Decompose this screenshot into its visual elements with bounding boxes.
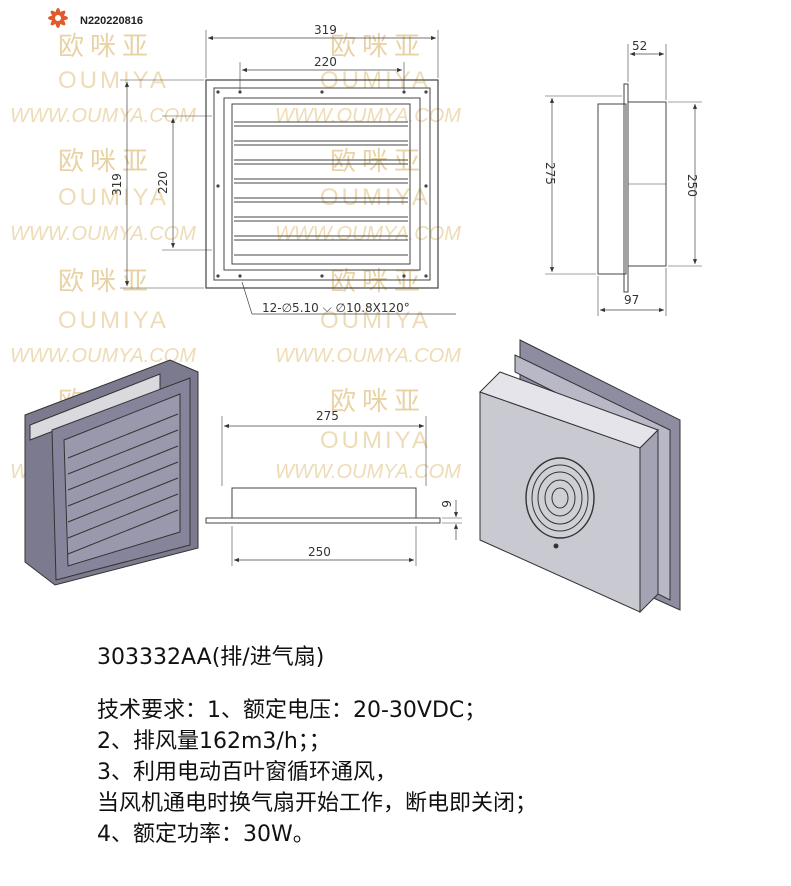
spec-line: 2、排风量162m3/h；； bbox=[97, 729, 331, 754]
watermark-url: WWW.OUMYA.COM bbox=[275, 461, 461, 483]
brand-logo-icon bbox=[48, 8, 68, 28]
watermark-cn: 欧咪亚 bbox=[330, 387, 426, 417]
document-code: N220220816 bbox=[80, 15, 144, 27]
watermark-cn: 欧咪亚 bbox=[58, 267, 154, 297]
watermark-url: WWW.OUMYA.COM bbox=[10, 223, 196, 245]
watermark-url: WWW.OUMYA.COM bbox=[275, 105, 461, 127]
watermark-url: WWW.OUMYA.COM bbox=[10, 105, 196, 127]
watermark-cn: 欧咪亚 bbox=[330, 147, 426, 177]
dim-top-base: 250 bbox=[308, 545, 331, 559]
dim-front-width: 319 bbox=[314, 23, 337, 37]
side-view bbox=[545, 44, 702, 316]
spec-line: 3、利用电动百叶窗循环通风， bbox=[97, 760, 397, 785]
watermark-en: OUMIYA bbox=[58, 67, 169, 94]
watermark-en: OUMIYA bbox=[320, 427, 431, 454]
watermark-url: WWW.OUMYA.COM bbox=[275, 223, 461, 245]
front-view bbox=[120, 30, 456, 315]
watermark-url: WWW.OUMYA.COM bbox=[275, 345, 461, 367]
watermark-cn: 欧咪亚 bbox=[58, 147, 154, 177]
watermark-en: OUMIYA bbox=[58, 307, 169, 334]
dim-top-thick: 6 bbox=[439, 500, 453, 508]
dim-side-h-outer: 275 bbox=[543, 162, 557, 185]
spec-line: 当风机通电时换气扇开始工作，断电即关闭； bbox=[97, 791, 538, 816]
dim-front-inner-v: 220 bbox=[156, 171, 170, 194]
dim-holes: 12-∅5.10 ⌵ ∅10.8X120° bbox=[262, 301, 410, 315]
dim-front-inner: 220 bbox=[314, 55, 337, 69]
dim-side-h-inner: 250 bbox=[685, 174, 699, 197]
spec-line: 4、额定功率：30W。 bbox=[97, 822, 315, 847]
watermark-en: OUMIYA bbox=[320, 307, 431, 334]
dim-side-depth-bottom: 97 bbox=[624, 293, 639, 307]
technical-drawing: 欧咪亚 OUMIYA WWW.OUMYA.COM 欧咪亚 OUMIYA WWW.… bbox=[10, 23, 702, 614]
watermark-cn: 欧咪亚 bbox=[330, 32, 426, 62]
watermark-url: WWW.OUMYA.COM bbox=[10, 345, 196, 367]
mounting-holes bbox=[216, 90, 428, 278]
product-title: 303332AA(排/进气扇) bbox=[97, 645, 325, 670]
iso-louver-view bbox=[24, 359, 199, 586]
spec-line: 技术要求：1、额定电压：20-30VDC； bbox=[97, 698, 487, 723]
product-spec: 303332AA(排/进气扇) 技术要求：1、额定电压：20-30VDC； 2、… bbox=[97, 642, 787, 850]
watermark-cn: 欧咪亚 bbox=[330, 267, 426, 297]
iso-fan-view bbox=[479, 339, 681, 614]
watermark-en: OUMIYA bbox=[58, 184, 169, 211]
louver-slats bbox=[234, 121, 408, 256]
watermark-cn: 欧咪亚 bbox=[58, 32, 154, 62]
dim-side-depth-top: 52 bbox=[632, 39, 647, 53]
dim-top-width: 275 bbox=[316, 409, 339, 423]
dim-front-height: 319 bbox=[110, 173, 124, 196]
top-view bbox=[205, 416, 462, 566]
